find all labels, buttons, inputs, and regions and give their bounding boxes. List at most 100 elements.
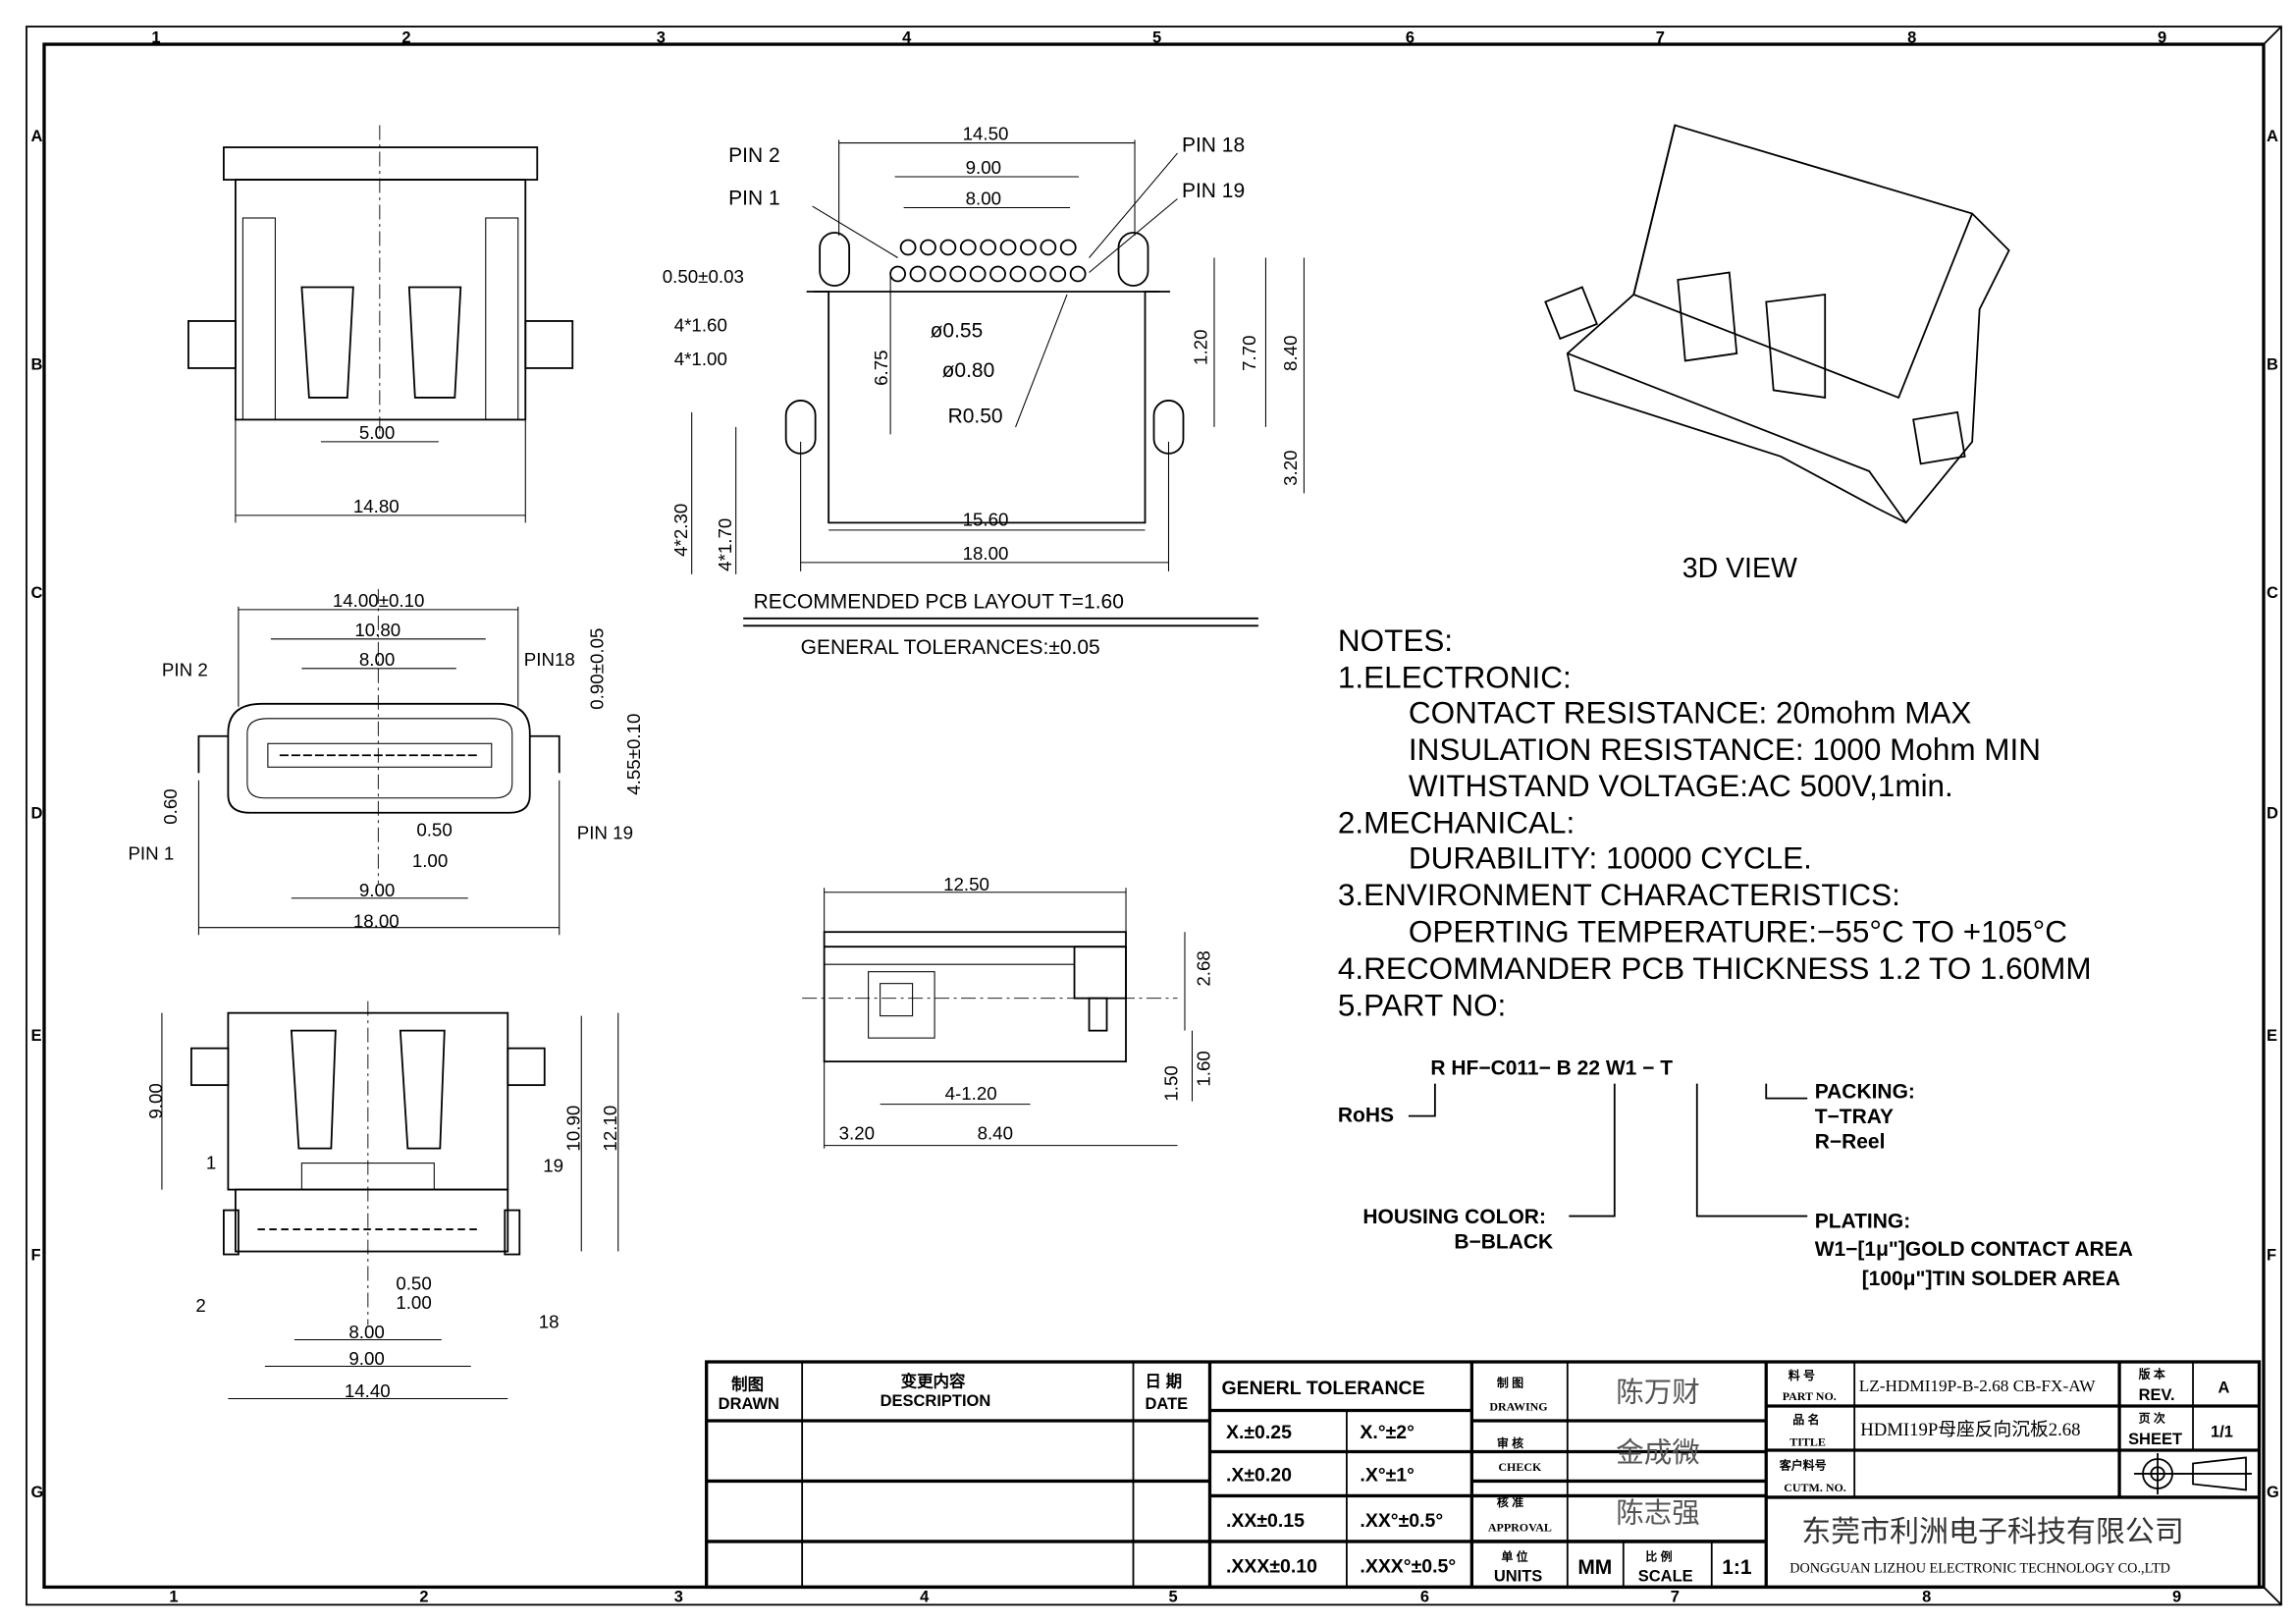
dimension-label: 1.50 xyxy=(1160,1065,1181,1101)
approver-name: 陈志强 xyxy=(1616,1497,1699,1529)
zone-right: G xyxy=(2267,1484,2279,1501)
drawing-label: DRAWING xyxy=(1489,1399,1547,1413)
zone-left: C xyxy=(30,584,42,602)
zone-bottom: 4 xyxy=(920,1588,930,1605)
tolerance-value: X.±0.25 xyxy=(1226,1422,1292,1443)
zone-top: 3 xyxy=(657,29,666,47)
zone-top: 9 xyxy=(2158,29,2166,47)
dimension-label: 7.70 xyxy=(1239,335,1259,370)
pin-label: 19 xyxy=(543,1156,563,1176)
zone-right: B xyxy=(2267,355,2278,373)
bottom-view: 9.00 10.90 12.10 1 19 0.50 1.00 2 18 8.0… xyxy=(145,1001,620,1401)
dimension-label: 6.75 xyxy=(871,350,891,385)
description-header-cn: 变更内容 xyxy=(901,1371,966,1390)
drafter-name: 陈万财 xyxy=(1616,1377,1699,1408)
zone-right: F xyxy=(2267,1247,2276,1265)
pin-label: 2 xyxy=(195,1295,205,1316)
notes-block: NOTES: 1.ELECTRONIC: CONTACT RESISTANCE:… xyxy=(1338,623,2092,1023)
dimension-label: 18.00 xyxy=(963,543,1009,564)
pin-pad xyxy=(1020,239,1037,256)
approval-label: APPROVAL xyxy=(1488,1520,1552,1534)
pin-pad xyxy=(949,265,967,283)
top-view: 5.00 14.80 xyxy=(187,125,574,523)
zone-bottom: 2 xyxy=(419,1588,428,1605)
zone-bottom: 1 xyxy=(169,1588,178,1605)
part-no-label: PART NO. xyxy=(1783,1389,1837,1403)
dimension-label: 4-1.20 xyxy=(945,1083,997,1104)
drawing-label-cn: 制 图 xyxy=(1497,1375,1523,1389)
dimension-label: 9.00 xyxy=(145,1083,166,1118)
pin-pad xyxy=(920,239,936,256)
dimension-label: 4*1.60 xyxy=(674,314,727,335)
view-title: RECOMMENDED PCB LAYOUT T=1.60 xyxy=(754,590,1124,613)
dimension-label: 10.80 xyxy=(354,620,400,640)
dimension-label: 9.00 xyxy=(359,880,395,900)
3d-view: 3D VIEW xyxy=(1544,124,2010,584)
tolerance-value: .XXX±0.10 xyxy=(1226,1555,1317,1577)
note-line: OPERTING TEMPERATURE:−55°C TO +105°C xyxy=(1409,915,2067,949)
note-line: 4.RECOMMANDER PCB THICKNESS 1.2 TO 1.60M… xyxy=(1338,951,2092,986)
projection-symbol-icon xyxy=(2134,1452,2253,1494)
dimension-label: 3.20 xyxy=(839,1123,875,1144)
pin-label: PIN18 xyxy=(524,649,575,670)
pin-pad xyxy=(969,265,987,283)
dimension-label: 3.20 xyxy=(1280,450,1301,485)
dimension-label: 8.40 xyxy=(1280,335,1301,370)
notes-heading: NOTES: xyxy=(1338,623,1453,658)
date-header-cn: 日 期 xyxy=(1146,1372,1183,1390)
pin-pad xyxy=(1009,265,1027,283)
zone-markers: 1 2 3 4 5 6 7 8 9 1 2 3 4 5 6 7 8 9 A B … xyxy=(30,29,2278,1606)
dimension-label: 4.55±0.10 xyxy=(623,714,644,795)
pin-pad xyxy=(980,239,997,256)
scale-label: SCALE xyxy=(1638,1567,1693,1585)
revision-value: A xyxy=(2218,1379,2230,1396)
tolerance-note: GENERAL TOLERANCES:±0.05 xyxy=(801,636,1100,659)
zone-top: 8 xyxy=(1907,29,1916,47)
pin-pad-row xyxy=(889,239,1087,283)
pin-label: PIN 1 xyxy=(128,843,174,864)
dimension-label: 9.00 xyxy=(966,157,1001,178)
dimension-label: 14.80 xyxy=(353,496,400,516)
zone-bottom: 7 xyxy=(1671,1588,1680,1605)
dimension-label: 14.40 xyxy=(345,1380,391,1401)
dimension-label: 12.50 xyxy=(943,874,989,894)
title-value: HDMI19P母座反向沉板2.68 xyxy=(1860,1420,2080,1440)
zone-top: 2 xyxy=(401,29,410,47)
dimension-label: 10.90 xyxy=(563,1106,584,1152)
angle-tolerance-value: .X°±1° xyxy=(1360,1464,1415,1486)
dimension-label: 8.00 xyxy=(359,649,395,670)
scale-label-cn: 比 例 xyxy=(1645,1548,1672,1563)
dimension-label: 0.60 xyxy=(160,788,181,824)
part-number-breakdown: R HF−C011− B 22 W1 − T RoHS PACKING: T−T… xyxy=(1338,1057,2133,1290)
note-line: INSULATION RESISTANCE: 1000 Mohm MIN xyxy=(1409,732,2041,767)
dimension-label: 1.60 xyxy=(1193,1051,1213,1086)
checker-name: 金成微 xyxy=(1616,1437,1699,1469)
units-label-cn: 单 位 xyxy=(1501,1548,1527,1563)
dimension-label: 0.50±0.03 xyxy=(663,266,744,287)
packing-option: R−Reel xyxy=(1815,1131,1886,1154)
pin-label: 18 xyxy=(539,1312,560,1332)
zone-bottom: 3 xyxy=(674,1588,683,1605)
dimension-label: 8.00 xyxy=(348,1322,384,1342)
sheet-value: 1/1 xyxy=(2211,1423,2233,1440)
zone-left: D xyxy=(30,805,42,823)
dimension-label: 0.90±0.05 xyxy=(587,628,608,710)
dimension-label: 4*1.70 xyxy=(715,518,735,571)
zone-bottom: 6 xyxy=(1420,1588,1429,1605)
dimension-label: 2.68 xyxy=(1193,950,1213,986)
packing-option: T−TRAY xyxy=(1815,1106,1894,1128)
drawn-header: DRAWN xyxy=(719,1395,779,1413)
customer-no-label: CUTM. NO. xyxy=(1784,1481,1846,1494)
zone-left: E xyxy=(30,1027,41,1045)
pin-label: PIN 2 xyxy=(162,659,208,679)
company-name: DONGGUAN LIZHOU ELECTRONIC TECHNOLOGY CO… xyxy=(1789,1560,2170,1576)
customer-no-label-cn: 客户料号 xyxy=(1779,1457,1827,1472)
general-tolerance-header: GENERL TOLERANCE xyxy=(1221,1378,1424,1399)
pin-pad xyxy=(1049,265,1067,283)
tolerance-value: .XX±0.15 xyxy=(1226,1510,1305,1532)
pin-label: PIN 19 xyxy=(1182,180,1245,202)
dimension-label: 1.00 xyxy=(396,1292,431,1313)
scale-value: 1:1 xyxy=(1722,1556,1752,1579)
drawn-header-cn: 制图 xyxy=(731,1374,764,1393)
